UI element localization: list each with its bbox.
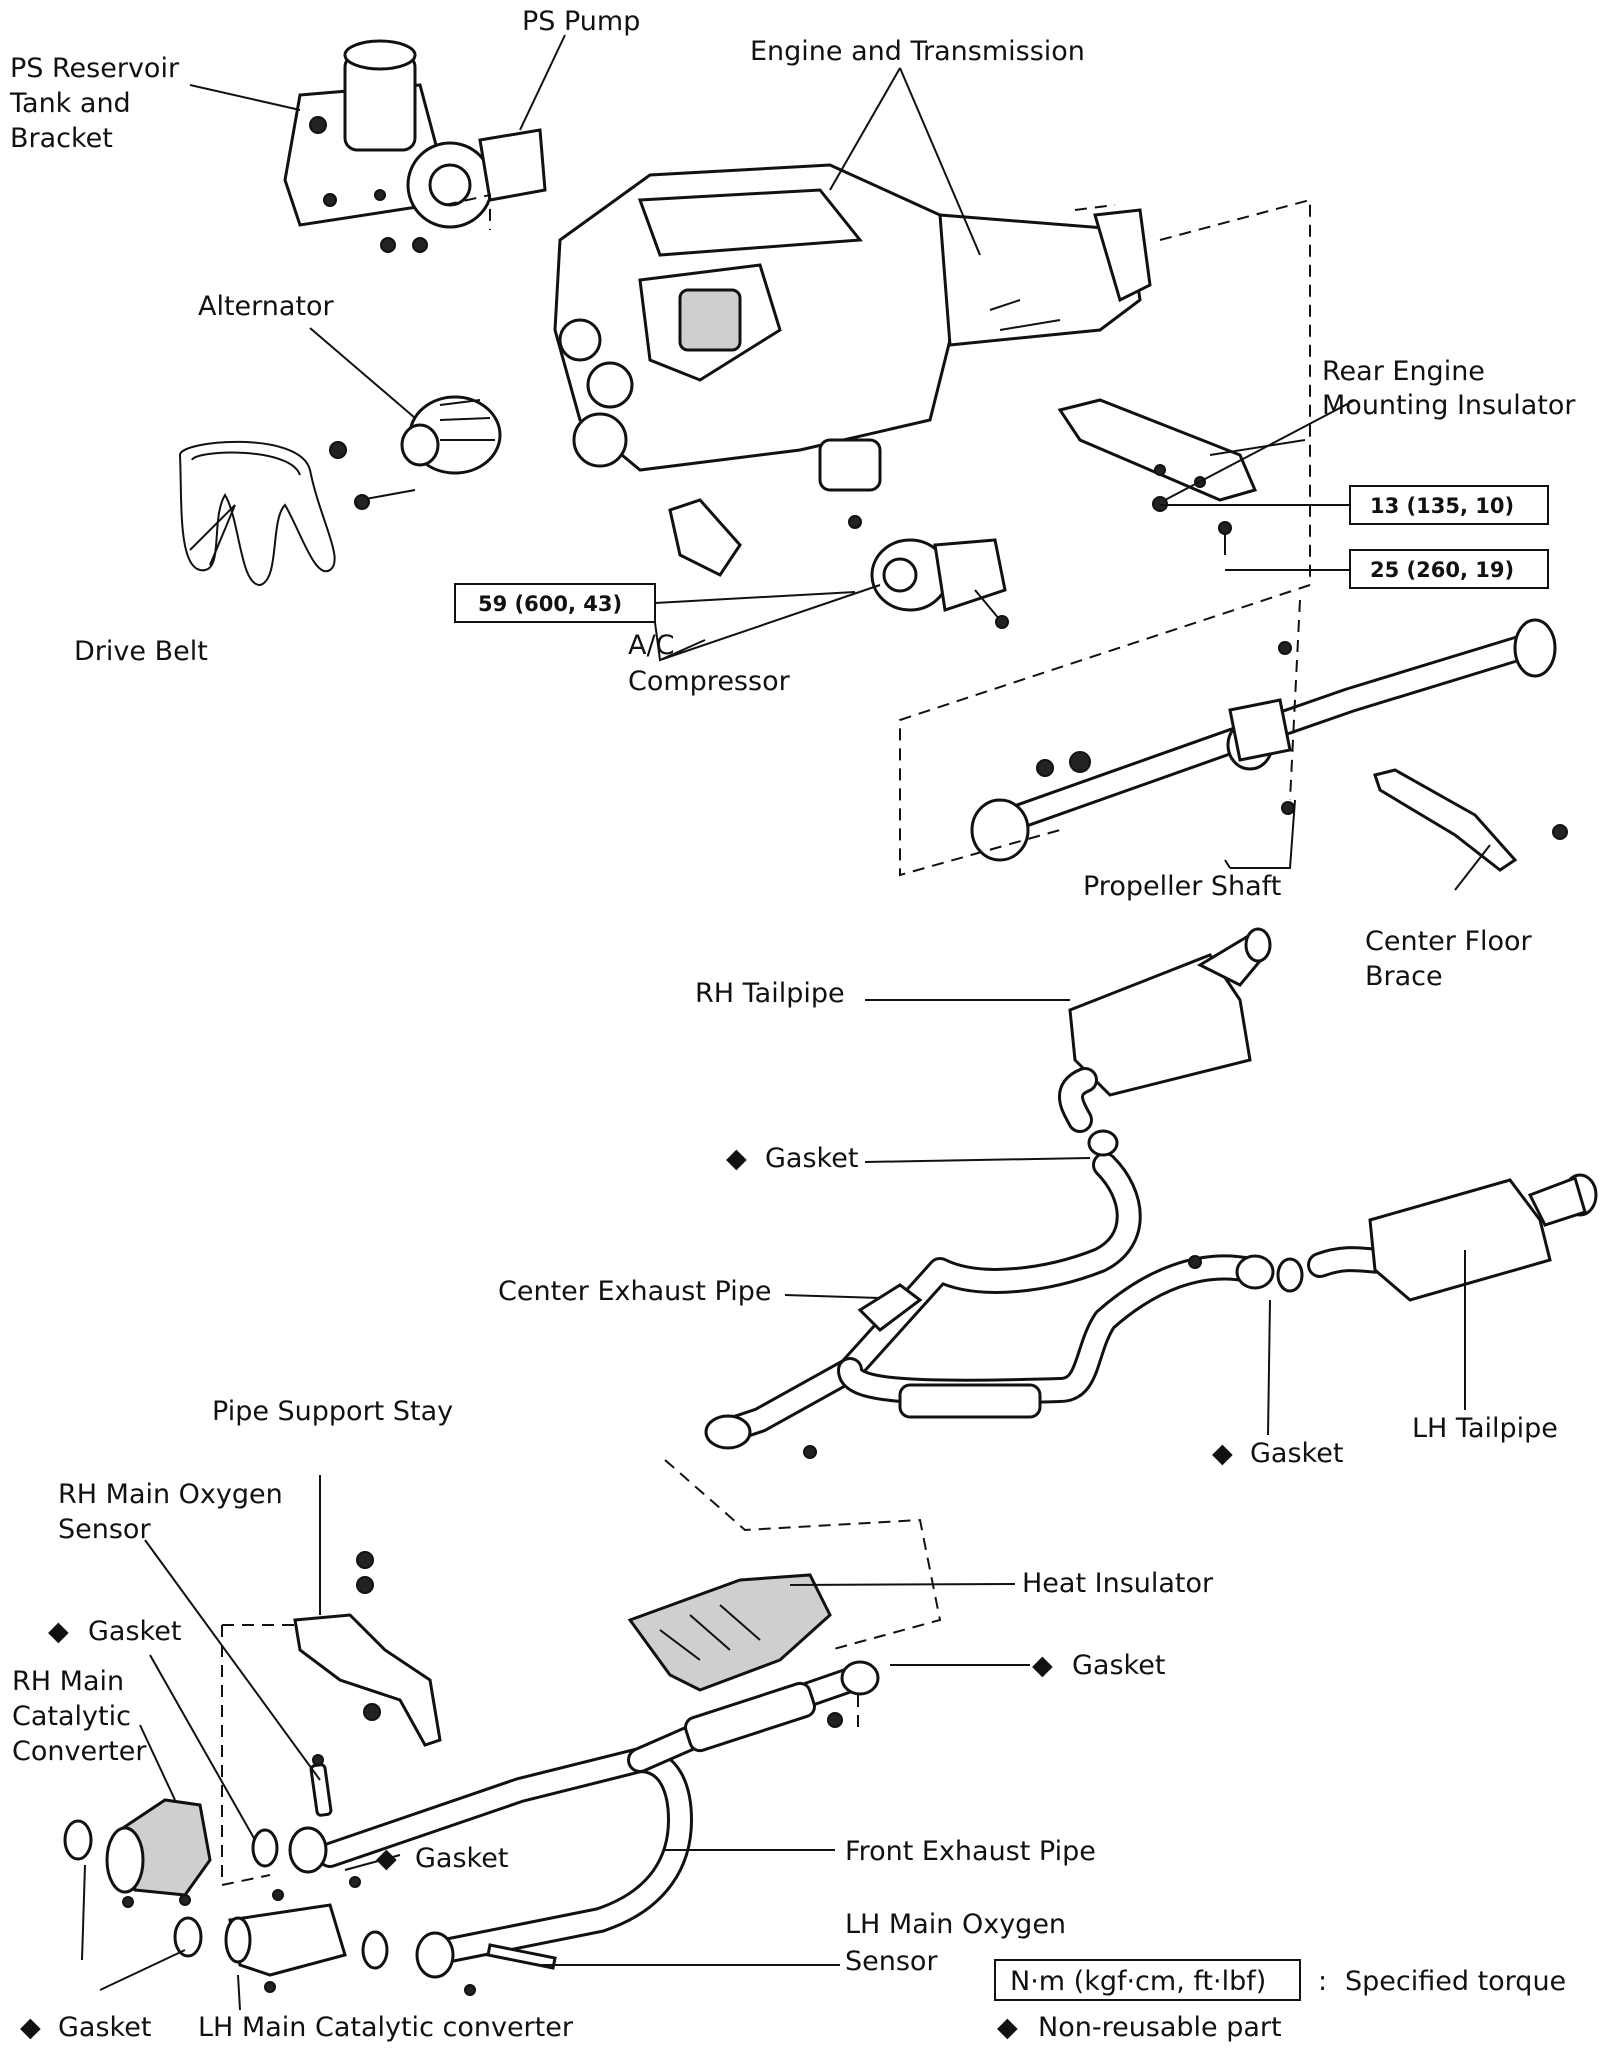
label-lh-tailpipe: LH Tailpipe [1412,1413,1558,1444]
alternator-drawing [329,395,502,510]
torque-box [454,583,656,623]
gasket-text: Gasket [765,1143,858,1174]
rh-catalytic-converter-drawing [63,1798,279,1908]
legend-non-reusable: Non-reusable part [1038,2012,1282,2043]
ps-pump-drawing [374,128,547,253]
label-ps-reservoir-line3: Bracket [10,123,113,154]
label-propeller-shaft: Propeller Shaft [1083,871,1281,902]
label-rh-cat-line3: Converter [12,1736,147,1767]
drive-belt-drawing [178,440,336,587]
label-rear-engine-line2: Mounting Insulator [1322,390,1576,421]
legend-specified-torque: Specified torque [1345,1966,1566,1997]
label-ps-pump: PS Pump [522,6,640,37]
pipe-support-stay-drawing [293,1551,442,1747]
label-gasket-front: ◆ Gasket [376,1843,508,1874]
legend-unit: N·m (kgf·cm, ft·lbf) [1010,1966,1266,1997]
label-ac-line2: Compressor [628,666,791,697]
gasket-text: Gasket [415,1843,508,1874]
diamond-icon: ◆ [997,2012,1018,2043]
label-lh-o2-line1: LH Main Oxygen [845,1909,1066,1940]
label-rh-tailpipe: RH Tailpipe [695,978,845,1009]
assembly-dashed-lines [221,193,1311,1887]
label-gasket-heat: ◆ Gasket [1032,1650,1165,1681]
torque-spec-59: 59 (600, 43) [454,583,856,623]
lh-tailpipe-drawing [1276,1173,1598,1302]
label-pipe-support-stay: Pipe Support Stay [212,1396,453,1427]
diamond-icon: ◆ [1212,1438,1233,1469]
lh-oxygen-sensor-drawing [486,1943,557,1970]
torque-spec-13: 13 (135, 10) [1160,485,1549,525]
gasket-text: Gasket [88,1616,181,1647]
center-exhaust-pipe-drawing [704,1129,1275,1459]
torque-spec-25: 25 (260, 19) [1225,549,1549,589]
label-engine-transmission: Engine and Transmission [750,36,1085,67]
diamond-icon: ◆ [20,2012,41,2043]
label-lh-o2-line2: Sensor [845,1946,938,1977]
torque-value: 25 (260, 19) [1370,558,1514,582]
ps-reservoir-drawing [283,39,442,227]
front-exhaust-pipe-drawing [288,1660,880,1996]
diamond-icon: ◆ [48,1616,69,1647]
rear-engine-mounting-insulator-drawing [1057,398,1258,555]
diamond-icon: ◆ [376,1843,397,1874]
label-ac-line1: A/C [628,630,674,661]
rh-oxygen-sensor-drawing [309,1754,333,1817]
label-ps-reservoir-line1: PS Reservoir [10,53,180,84]
label-rh-o2-line1: RH Main Oxygen [58,1479,283,1510]
torque-box [1349,485,1549,525]
torque-box [1349,549,1549,589]
legend-colon: : [1318,1966,1327,1997]
label-gasket-lh-tail: ◆ Gasket [1212,1438,1343,1469]
torque-value: 13 (135, 10) [1370,494,1514,518]
torque-value: 59 (600, 43) [478,592,622,616]
label-alternator: Alternator [198,291,335,322]
gasket-text: Gasket [1250,1438,1343,1469]
label-rh-o2-line2: Sensor [58,1514,151,1545]
gasket-text: Gasket [58,2012,151,2043]
label-ps-reservoir-line2: Tank and [9,88,131,119]
label-gasket-bottom: ◆ Gasket [20,2012,151,2043]
label-rear-engine-line1: Rear Engine [1322,356,1485,387]
label-drive-belt: Drive Belt [74,636,208,667]
label-rh-cat-line2: Catalytic [12,1701,131,1732]
label-center-floor-line1: Center Floor [1365,926,1533,957]
label-center-exhaust-pipe: Center Exhaust Pipe [498,1276,771,1307]
ac-compressor-drawing [848,515,1009,629]
heat-insulator-drawing [627,1573,832,1692]
diamond-icon: ◆ [1032,1650,1053,1681]
rh-tailpipe-drawing [1058,927,1272,1133]
propeller-shaft-drawing [970,618,1557,862]
label-rh-cat-line1: RH Main [12,1666,124,1697]
label-gasket-upper: ◆ Gasket [726,1143,858,1174]
lh-catalytic-converter-drawing [173,1889,389,1993]
legend: N·m (kgf·cm, ft·lbf) : Specified torque … [994,1959,1566,2043]
legend-unit-box [994,1959,1301,2001]
label-gasket-rh-main: ◆ Gasket [48,1616,181,1647]
label-lh-cat: LH Main Catalytic converter [198,2012,574,2043]
center-floor-brace-drawing [1373,768,1568,872]
label-front-exhaust-pipe: Front Exhaust Pipe [845,1836,1096,1867]
label-center-floor-line2: Brace [1365,961,1443,992]
engine-transmission-drawing [553,163,1152,577]
gasket-text: Gasket [1072,1650,1165,1681]
diamond-icon: ◆ [726,1143,747,1174]
label-heat-insulator: Heat Insulator [1022,1568,1214,1599]
